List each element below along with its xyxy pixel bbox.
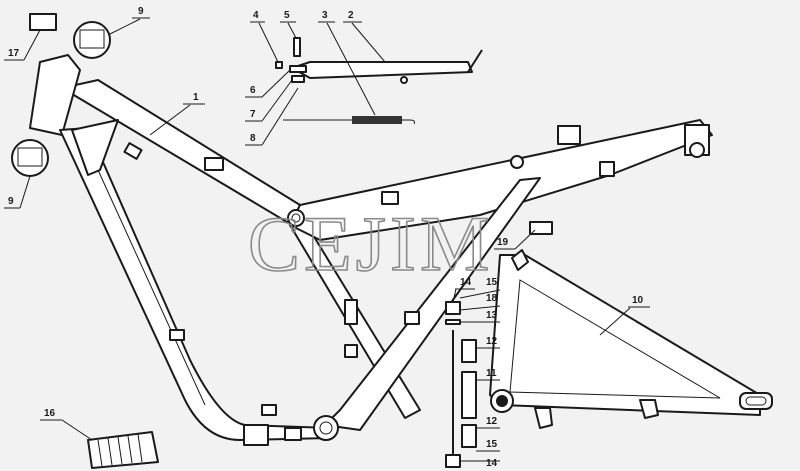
callout-12-a: 12	[486, 336, 498, 347]
swingarm	[489, 249, 773, 429]
part-19-block	[529, 221, 553, 235]
watermark: CEJIM	[248, 200, 493, 287]
callout-14-a: 14	[460, 277, 472, 288]
callout-9-top: 9	[138, 6, 144, 17]
callout-18: 18	[486, 293, 498, 304]
callout-13: 13	[486, 310, 498, 321]
side-stand-group	[275, 37, 483, 125]
part-17-clip	[29, 13, 57, 31]
callouts: 1 2 3 4 5 6 7 8 9 9 10 11	[4, 6, 650, 469]
rubber-mount-bottom	[11, 139, 49, 177]
callout-5: 5	[284, 10, 290, 21]
callout-19: 19	[497, 237, 509, 248]
callout-1: 1	[193, 92, 199, 103]
callout-9-bottom: 9	[8, 196, 14, 207]
callout-7: 7	[250, 109, 256, 120]
callout-17: 17	[8, 48, 20, 59]
callout-15-b: 15	[486, 439, 498, 450]
callout-16: 16	[44, 408, 56, 419]
callout-11: 11	[486, 368, 497, 379]
callout-8: 8	[250, 133, 256, 144]
callout-14-b: 14	[486, 458, 498, 469]
callout-12-b: 12	[486, 416, 498, 427]
part-16-grommet	[87, 431, 159, 469]
callout-15-a: 15	[486, 277, 498, 288]
callout-4: 4	[253, 10, 259, 21]
callout-10: 10	[632, 295, 644, 306]
main-frame	[29, 54, 713, 446]
callout-6: 6	[250, 85, 256, 96]
axle-stack	[445, 301, 477, 468]
rubber-mount-top	[73, 21, 111, 59]
callout-2: 2	[348, 10, 354, 21]
callout-3: 3	[322, 10, 328, 21]
